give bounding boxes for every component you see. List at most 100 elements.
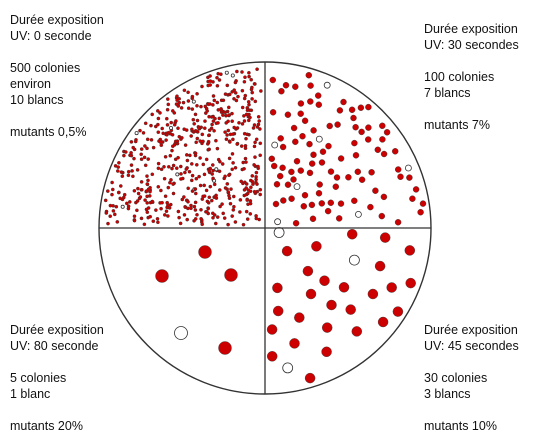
red-colony — [213, 116, 217, 121]
red-colony — [148, 214, 152, 219]
red-colony — [110, 180, 114, 185]
red-colony — [182, 88, 187, 93]
red-colony — [183, 170, 187, 175]
red-colony — [288, 195, 295, 202]
red-colony — [215, 100, 220, 105]
red-colony — [216, 108, 221, 112]
colony-count-qualifier: environ — [10, 77, 51, 91]
red-colony — [139, 216, 144, 221]
red-colony — [158, 201, 162, 205]
red-colony — [254, 170, 259, 175]
red-colony — [169, 178, 173, 182]
red-colony — [185, 158, 190, 163]
red-colony — [231, 161, 235, 165]
red-colony — [200, 84, 204, 89]
red-colony — [217, 78, 222, 82]
red-colony — [126, 169, 131, 174]
red-colony — [189, 162, 194, 166]
red-colony — [155, 269, 169, 283]
red-colony — [143, 163, 148, 168]
red-colony — [249, 108, 254, 113]
red-colony — [272, 282, 283, 294]
red-colony — [230, 152, 235, 156]
red-colony — [214, 121, 219, 125]
red-colony — [352, 152, 360, 159]
red-colony — [242, 119, 247, 123]
red-colony — [116, 169, 120, 173]
red-colony — [119, 184, 123, 188]
red-colony — [146, 187, 151, 191]
red-colony — [201, 162, 206, 167]
red-colony — [165, 97, 170, 101]
red-colony — [111, 209, 116, 213]
red-colony — [412, 186, 420, 193]
red-colony — [162, 164, 166, 169]
red-colony — [136, 191, 141, 196]
red-colony — [126, 173, 131, 178]
red-colony — [234, 98, 239, 103]
red-colony — [307, 82, 314, 89]
red-colony — [250, 85, 254, 90]
red-colony — [246, 100, 251, 104]
red-colony — [199, 216, 203, 221]
red-colony — [145, 194, 149, 199]
red-colony — [146, 178, 150, 183]
red-colony — [267, 351, 278, 362]
red-colony — [145, 137, 150, 142]
red-colony — [239, 179, 243, 184]
red-colony — [162, 213, 167, 217]
red-colony — [115, 220, 120, 224]
red-colony — [192, 122, 196, 126]
red-colony — [305, 288, 317, 300]
red-colony — [259, 89, 263, 93]
red-colony — [305, 71, 312, 79]
red-colony — [271, 162, 278, 170]
red-colony — [178, 221, 183, 226]
red-colony — [405, 277, 416, 289]
red-colony — [240, 70, 244, 74]
red-colony — [193, 187, 198, 191]
mutant-rate: mutants 20% — [10, 419, 83, 433]
red-colony — [195, 104, 199, 108]
red-colony — [193, 191, 198, 196]
red-colony — [138, 128, 142, 133]
red-colony — [383, 129, 391, 136]
red-colony — [242, 166, 246, 171]
red-colony — [242, 114, 246, 118]
red-colony — [325, 142, 332, 150]
red-colony — [218, 341, 232, 355]
red-colony — [352, 123, 359, 131]
red-colony — [269, 109, 277, 116]
red-colony — [195, 118, 200, 123]
red-colony — [392, 148, 399, 155]
red-colony — [211, 103, 215, 107]
red-colony — [326, 122, 333, 130]
red-colony — [319, 275, 330, 286]
red-colony — [252, 82, 257, 86]
red-colony — [231, 208, 236, 212]
red-colony — [138, 195, 143, 199]
red-colony — [204, 157, 209, 162]
red-colony — [277, 135, 284, 142]
red-colony — [139, 187, 144, 192]
red-colony — [197, 174, 201, 179]
red-colony — [212, 128, 216, 133]
red-colony — [210, 122, 214, 127]
red-colony — [186, 99, 191, 103]
red-colony — [212, 98, 217, 103]
red-colony — [225, 83, 230, 88]
red-colony — [197, 126, 201, 131]
red-colony — [247, 74, 251, 79]
red-colony — [324, 207, 332, 215]
red-colony — [306, 140, 313, 148]
red-colony — [205, 210, 209, 214]
red-colony — [198, 183, 203, 188]
red-colony — [300, 203, 307, 210]
red-colony — [292, 219, 300, 227]
red-colony — [358, 128, 365, 136]
red-colony — [357, 104, 365, 111]
red-colony — [214, 138, 218, 143]
colony-count: 500 colonies — [10, 61, 81, 75]
red-colony — [206, 139, 211, 144]
red-colony — [156, 161, 161, 166]
